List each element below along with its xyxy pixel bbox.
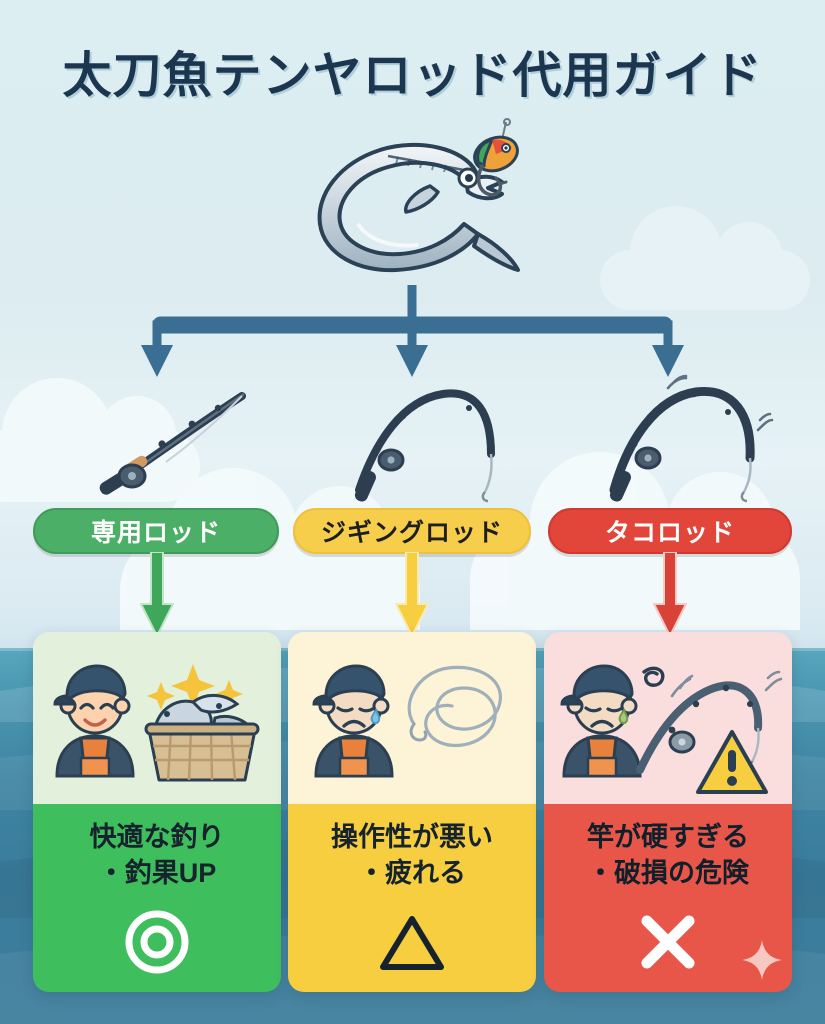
result-line-2: ・破損の危険 [587,857,749,888]
result-line-2: ・疲れる [358,857,466,888]
branch-label-text: タコロッド [604,519,735,547]
cloud-icon [600,206,810,310]
result-line-1: 操作性が悪い [331,822,493,852]
fishing-rod-icon [600,368,785,503]
branch-label-jigging-rod[interactable]: ジギングロッド [293,508,531,554]
result-card-special-rod[interactable]: 快適な釣り ・釣果UP [33,632,281,992]
arrow-down-icon [396,345,428,377]
result-line-2: ・釣果UP [97,857,217,888]
arrow-down-icon [652,345,684,377]
hairtail-fish-icon [268,112,558,297]
arrow-down-icon [652,551,688,639]
result-text-block: 操作性が悪い ・疲れる [288,804,536,992]
branch-label-octopus-rod[interactable]: タコロッド [548,508,792,554]
branch-label-text: 専用ロッド [90,519,221,547]
sad-angler-with-tangled-line-icon [288,632,536,804]
double-circle-icon [120,905,194,979]
happy-angler-with-fish-basket-icon [33,632,281,804]
result-line-1: 快適な釣り [89,822,225,852]
page-title: 太刀魚テンヤロッド代用ガイド [62,49,763,103]
arrow-down-icon [139,551,175,639]
result-card-octopus-rod[interactable]: 竿が硬すぎる ・破損の危険 [544,632,792,992]
branch-connector [0,280,825,395]
arrow-down-icon [394,551,430,639]
tenya-lure-icon [462,118,532,208]
sparkle-icon [742,940,782,980]
cloud-icon [0,378,200,502]
fishing-rod-icon [345,368,530,503]
arrow-down-icon [141,345,173,377]
branch-label-text: ジギングロッド [320,519,503,547]
result-text-block: 竿が硬すぎる ・破損の危険 [544,804,792,992]
result-card-jigging-rod[interactable]: 操作性が悪い ・疲れる [288,632,536,992]
branch-label-special-rod[interactable]: 専用ロッド [33,508,279,554]
result-text-block: 快適な釣り ・釣果UP [33,804,281,992]
distressed-angler-with-bent-rod-warning-icon [544,632,792,804]
triangle-icon [375,905,449,979]
cross-icon [631,905,705,979]
result-line-1: 竿が硬すぎる [587,822,749,852]
fishing-rod-icon [92,368,277,503]
